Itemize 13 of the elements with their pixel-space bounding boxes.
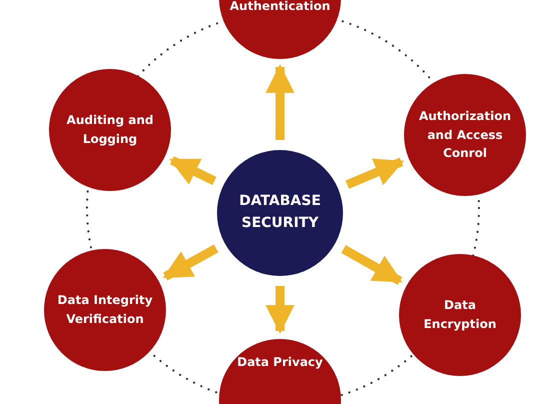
topic-label: Authentication [228,0,332,15]
arrow [341,245,402,285]
topic-label: Data Encryption [422,297,498,333]
arrow [346,158,404,189]
topic-label: Authorization and Access Conrol [418,108,512,162]
hub-label: DATABASE SECURITY [238,192,322,233]
arrow [266,286,294,334]
topic-label: Data Integrity Verification [56,292,154,328]
topic-label: Data Privacy [236,354,324,371]
arrow [162,244,218,280]
arrow [266,64,294,140]
arrow [169,156,216,186]
topic-label: Auditing and Logging [66,112,154,148]
